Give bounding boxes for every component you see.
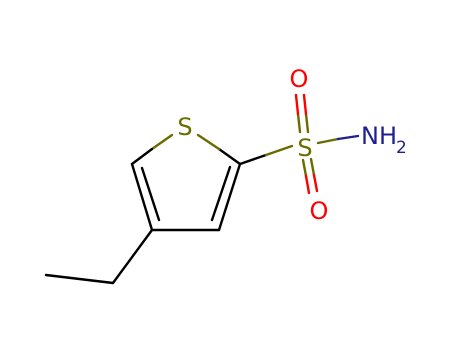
bond-c2-sulfonyl-s <box>264 144 294 157</box>
bond-s1-c5-s <box>150 133 174 151</box>
bond-s-o-top-s2 <box>304 112 310 134</box>
bond-c5-c4-inner <box>140 166 161 222</box>
amine-label: NH <box>361 122 397 150</box>
bond-c3-c2 <box>217 162 242 232</box>
bond-s-o-top-o1 <box>294 93 300 116</box>
ring-sulfur-label: S <box>177 113 192 141</box>
amine-subscript: 2 <box>396 138 407 158</box>
bond-s-o-bottom-o1 <box>304 174 311 195</box>
bond-s-o-bottom-s1 <box>301 158 308 178</box>
bond-s-o-top-s1 <box>296 112 302 134</box>
bond-ch2-c4 <box>111 228 154 285</box>
sulfonyl-sulfur-label: S <box>297 134 312 162</box>
bond-c3-c2-inner <box>210 165 232 222</box>
bond-c2-s1-c <box>217 147 242 166</box>
bond-c2-sulfonyl-c <box>238 153 268 166</box>
bond-c5-c4 <box>130 162 154 232</box>
bond-s-o-bottom-s2 <box>309 157 316 177</box>
bond-s-n-s <box>316 137 340 145</box>
oxygen-top-label: O <box>290 65 309 93</box>
bond-s1-c5-c <box>130 147 154 166</box>
bond-c2-s1-s <box>196 133 221 151</box>
bond-s-n-n <box>336 134 360 141</box>
bond-s-o-bottom-o2 <box>312 173 319 193</box>
bond-ch3-ch2 <box>44 273 115 285</box>
oxygen-bottom-label: O <box>310 197 329 225</box>
bond-s-o-top-o2 <box>302 93 308 116</box>
